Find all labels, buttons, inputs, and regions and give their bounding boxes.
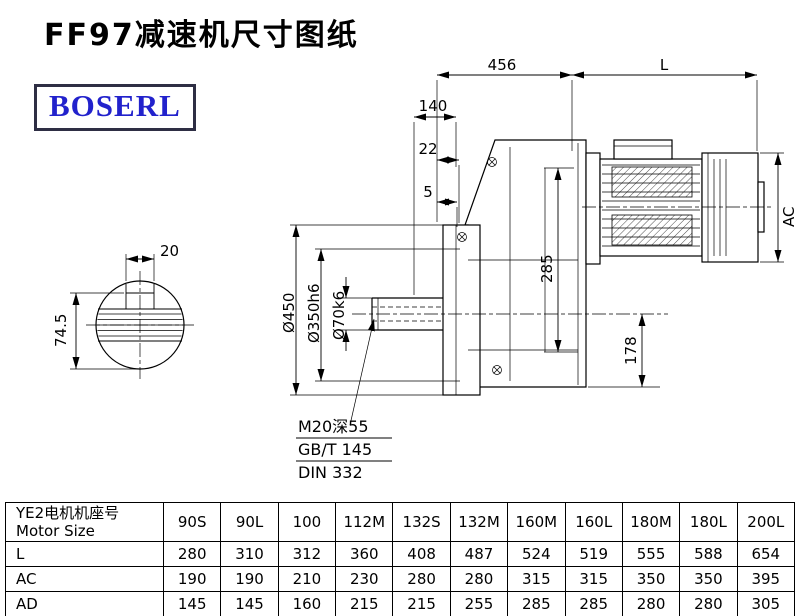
shaft-height-dimension: 74.5 bbox=[52, 292, 138, 370]
col-header: 132S bbox=[392, 502, 451, 542]
stator-winding bbox=[611, 214, 693, 246]
cell: 215 bbox=[335, 591, 394, 616]
cell: 255 bbox=[449, 591, 509, 616]
motor-size-header-cn: YE2电机机座号 bbox=[16, 504, 120, 522]
dimension-drawing: 20 74.5 bbox=[52, 56, 798, 482]
cell: 145 bbox=[162, 591, 222, 616]
cell: 654 bbox=[736, 541, 796, 567]
cell: 555 bbox=[621, 541, 681, 567]
dim-178-label: 178 bbox=[622, 336, 640, 365]
cell: 280 bbox=[679, 591, 738, 616]
table-row: AD 145 145 160 215 215 255 285 285 280 2… bbox=[5, 591, 796, 616]
din-standard-label: DIN 332 bbox=[298, 463, 363, 482]
dim-140-label: 140 bbox=[419, 97, 448, 115]
shaft-end-view bbox=[86, 271, 194, 379]
dim-dia350-label: Ø350h6 bbox=[305, 284, 323, 344]
cell: 160 bbox=[277, 591, 337, 616]
logo-text: BOSERL bbox=[49, 88, 181, 123]
col-header: 100 bbox=[277, 502, 337, 542]
table-row: L 280 310 312 360 408 487 524 519 555 58… bbox=[5, 541, 796, 567]
cell: 230 bbox=[335, 566, 394, 592]
cell: 350 bbox=[621, 566, 681, 592]
dim-285-label: 285 bbox=[538, 254, 556, 283]
cell: 360 bbox=[335, 541, 394, 567]
boserl-logo: BOSERL bbox=[34, 84, 196, 131]
cell: 312 bbox=[277, 541, 337, 567]
cell: 285 bbox=[507, 591, 566, 616]
cell: 487 bbox=[449, 541, 509, 567]
cell: 280 bbox=[162, 541, 222, 567]
table-row: AC 190 190 210 230 280 280 315 315 350 3… bbox=[5, 566, 796, 592]
dim-74-5-label: 74.5 bbox=[52, 314, 70, 347]
motor-size-header-en: Motor Size bbox=[16, 522, 95, 540]
cell: 310 bbox=[220, 541, 279, 567]
motor-size-table: YE2电机机座号 Motor Size 90S 90L 100 112M 132… bbox=[5, 502, 796, 616]
cell: 210 bbox=[277, 566, 337, 592]
cell: 588 bbox=[679, 541, 738, 567]
cell: 315 bbox=[507, 566, 566, 592]
thread-spec-note: M20深55 GB/T 145 DIN 332 bbox=[296, 318, 392, 482]
cell: 315 bbox=[564, 566, 623, 592]
key-width-dimension: 20 bbox=[125, 242, 179, 281]
stator-winding bbox=[611, 166, 693, 198]
output-shaft bbox=[352, 297, 668, 331]
terminal-box bbox=[613, 139, 673, 160]
cell: 280 bbox=[449, 566, 509, 592]
dim-22-label: 22 bbox=[418, 140, 437, 158]
thread-size-label: M20深55 bbox=[298, 417, 369, 436]
diameter-dimensions: Ø450 Ø350h6 Ø70k6 bbox=[280, 224, 460, 396]
motor-size-header: YE2电机机座号 Motor Size bbox=[5, 502, 164, 542]
cell: 305 bbox=[736, 591, 796, 616]
cell: 190 bbox=[162, 566, 222, 592]
col-header: 180M bbox=[621, 502, 681, 542]
col-header: 90S bbox=[162, 502, 222, 542]
cell: 145 bbox=[220, 591, 279, 616]
col-header: 160M bbox=[507, 502, 566, 542]
top-dimensions: 456 L 140 22 5 bbox=[413, 56, 758, 295]
dim-5-label: 5 bbox=[423, 183, 433, 201]
cell: 190 bbox=[220, 566, 279, 592]
row-label: AC bbox=[5, 566, 164, 592]
cell: 280 bbox=[621, 591, 681, 616]
cell: 285 bbox=[564, 591, 623, 616]
dim-AC-label: AC bbox=[780, 207, 798, 227]
cell: 408 bbox=[392, 541, 451, 567]
dim-dia70-label: Ø70k6 bbox=[330, 291, 348, 340]
gbt-standard-label: GB/T 145 bbox=[298, 440, 372, 459]
dim-20-label: 20 bbox=[160, 242, 179, 260]
dim-L-label: L bbox=[660, 56, 669, 74]
bolt-hole-icon bbox=[457, 232, 467, 242]
cell: 350 bbox=[679, 566, 738, 592]
cell: 215 bbox=[392, 591, 451, 616]
col-header: 160L bbox=[564, 502, 623, 542]
row-label: L bbox=[5, 541, 164, 567]
row-label: AD bbox=[5, 591, 164, 616]
motor bbox=[582, 139, 772, 265]
col-header: 132M bbox=[449, 502, 509, 542]
fan-cover bbox=[701, 152, 765, 263]
cell: 519 bbox=[564, 541, 623, 567]
bolt-hole-icon bbox=[492, 365, 502, 375]
side-dimensions: AC 285 178 bbox=[538, 152, 798, 388]
table-header-row: YE2电机机座号 Motor Size 90S 90L 100 112M 132… bbox=[5, 502, 796, 542]
cell: 524 bbox=[507, 541, 566, 567]
col-header: 112M bbox=[335, 502, 394, 542]
col-header: 200L bbox=[736, 502, 796, 542]
dim-456-label: 456 bbox=[488, 56, 517, 74]
col-header: 180L bbox=[679, 502, 738, 542]
gearbox-housing bbox=[442, 139, 587, 396]
cell: 395 bbox=[736, 566, 796, 592]
dim-dia450-label: Ø450 bbox=[280, 293, 298, 333]
page-title: FF97减速机尺寸图纸 bbox=[44, 18, 359, 53]
bolt-hole-icon bbox=[487, 157, 497, 167]
col-header: 90L bbox=[220, 502, 279, 542]
cell: 280 bbox=[392, 566, 451, 592]
